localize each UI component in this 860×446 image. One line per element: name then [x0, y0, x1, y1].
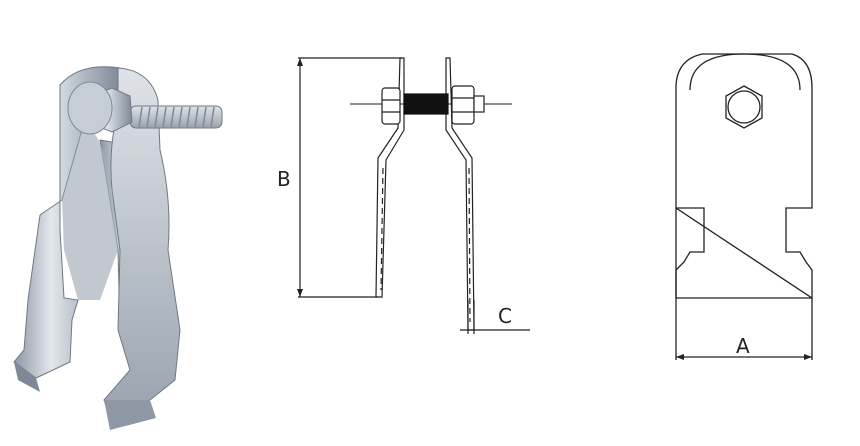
- clamp-bolt-thread: [129, 105, 223, 129]
- clamp-left-foot: [14, 362, 40, 392]
- front-bolt-circle: [727, 90, 761, 124]
- dim-c-label: C: [498, 304, 512, 328]
- clamp-right-strap: [103, 67, 181, 419]
- bolt-washer: [67, 81, 113, 135]
- clamp-right-foot: [104, 400, 156, 430]
- side-view-drawing: [297, 57, 530, 334]
- dim-b-arrow-bottom: [297, 289, 303, 297]
- front-hex-bolt: [725, 85, 763, 129]
- dim-a-arrow-right: [804, 354, 812, 360]
- clamp-inner-shadow: [62, 128, 118, 300]
- bolt-tip: [473, 95, 485, 113]
- nut-side: [451, 85, 475, 125]
- right-plate-inner: [468, 167, 471, 323]
- dim-a-arrow-left: [676, 354, 684, 360]
- front-view-drawing: [675, 53, 813, 360]
- bolt-head-side: [381, 87, 401, 125]
- dim-b-arrow-top: [297, 58, 303, 66]
- dim-a-label: A: [736, 334, 750, 358]
- bolt-thread-lines: [138, 106, 215, 128]
- left-plate: [375, 57, 405, 298]
- bolt-thread-side: [403, 93, 449, 115]
- left-plate-inner: [380, 167, 384, 291]
- front-outline: [675, 53, 813, 300]
- clamp-photo: [13, 66, 223, 430]
- front-arch: [689, 53, 801, 91]
- dim-b-label: B: [277, 167, 291, 191]
